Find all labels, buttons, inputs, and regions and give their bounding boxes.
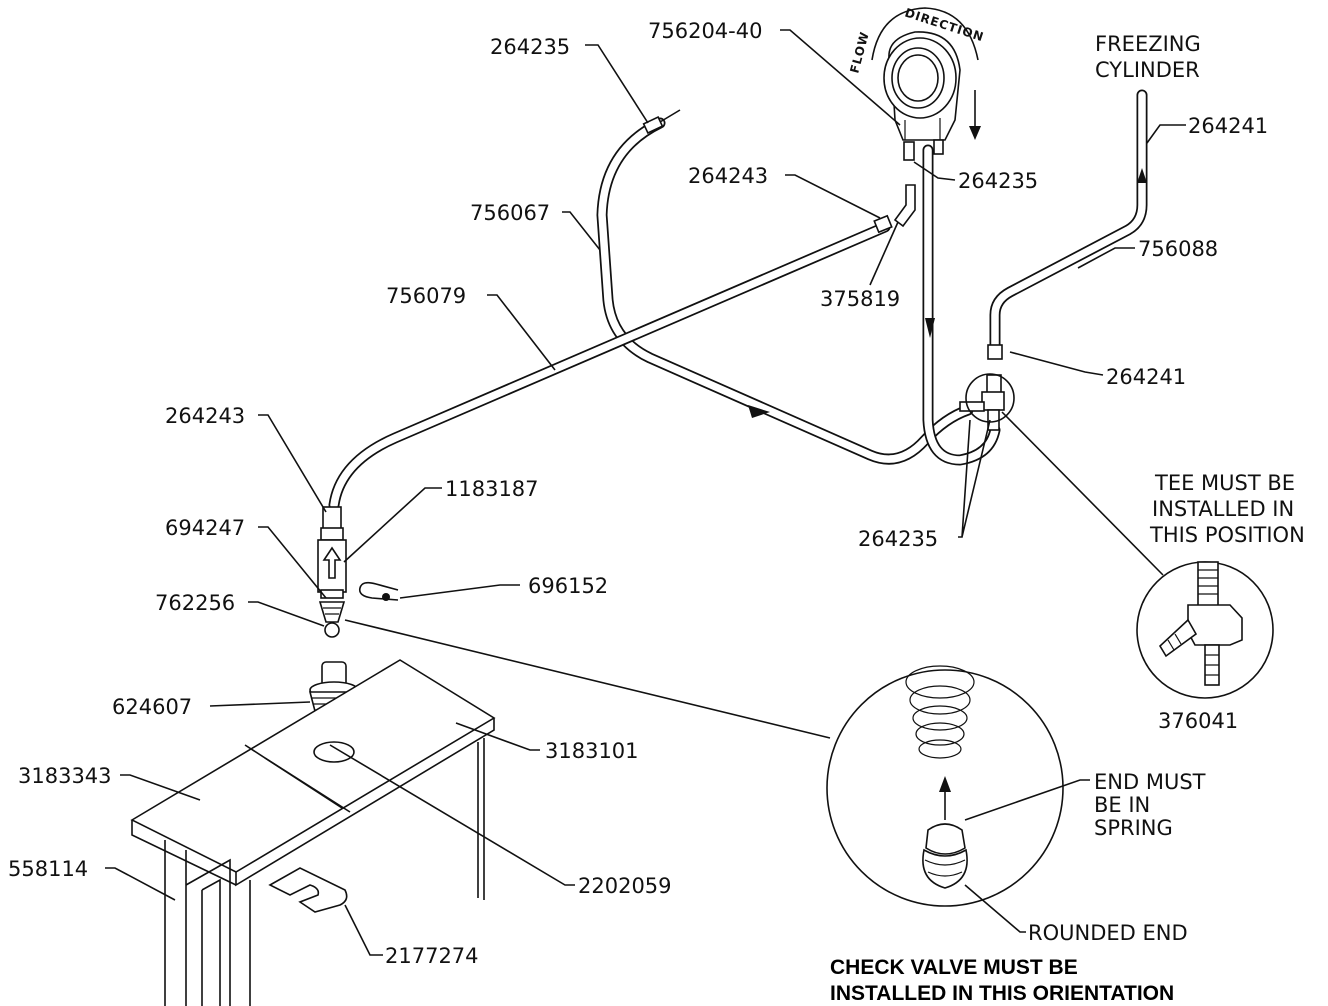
label-558114: 558114 bbox=[8, 857, 88, 881]
label-2202059: 2202059 bbox=[578, 874, 672, 898]
pump-756204-40 bbox=[883, 31, 961, 161]
check-valve-note-line-1: CHECK VALVE MUST BE bbox=[830, 956, 1078, 979]
label-spring: SPRING bbox=[1094, 816, 1173, 840]
part-labels: 264235 756204-40 FREEZING CYLINDER 26424… bbox=[8, 19, 1305, 1005]
label-375819: 375819 bbox=[820, 287, 900, 311]
leader-lines bbox=[105, 29, 1186, 956]
arrow-flow-up bbox=[1137, 168, 1147, 183]
label-be-in: BE IN bbox=[1094, 793, 1150, 817]
label-376041: 376041 bbox=[1158, 709, 1238, 733]
label-tee-note-1: TEE MUST BE bbox=[1154, 471, 1295, 495]
tee-fitting bbox=[959, 344, 1005, 431]
label-1183187: 1183187 bbox=[445, 477, 539, 501]
bracket-2177274 bbox=[268, 867, 348, 913]
label-756079: 756079 bbox=[386, 284, 466, 308]
label-264243-left: 264243 bbox=[165, 404, 245, 428]
elbow-375819 bbox=[873, 184, 916, 234]
label-tee-note-3: THIS POSITION bbox=[1149, 523, 1305, 547]
check-valve-assembly bbox=[317, 506, 347, 638]
label-756088: 756088 bbox=[1138, 237, 1218, 261]
label-264235-top: 264235 bbox=[490, 35, 570, 59]
tube-756088 bbox=[989, 89, 1148, 351]
label-cylinder: CYLINDER bbox=[1095, 58, 1200, 82]
check-valve-note-line-2: INSTALLED IN THIS ORIENTATION bbox=[830, 982, 1174, 1005]
label-264241-top: 264241 bbox=[1188, 114, 1268, 138]
label-264235-pump: 264235 bbox=[958, 169, 1038, 193]
label-756204-40: 756204-40 bbox=[648, 19, 762, 43]
tube-pump-down bbox=[922, 144, 1001, 466]
label-694247: 694247 bbox=[165, 516, 245, 540]
label-696152: 696152 bbox=[528, 574, 608, 598]
label-762256: 762256 bbox=[155, 591, 235, 615]
flow-label: FLOW bbox=[847, 30, 872, 75]
label-264243-top: 264243 bbox=[688, 164, 768, 188]
tube-756067 bbox=[596, 117, 974, 465]
label-3183343: 3183343 bbox=[18, 764, 112, 788]
tee-detail-circle bbox=[1001, 411, 1274, 699]
label-2177274: 2177274 bbox=[385, 944, 479, 968]
plug-264235-top bbox=[642, 109, 681, 134]
label-624607: 624607 bbox=[112, 695, 192, 719]
tube-756079 bbox=[328, 221, 891, 511]
clip-696152 bbox=[358, 581, 399, 601]
label-264235-bottom: 264235 bbox=[858, 527, 938, 551]
check-valve-detail-circle bbox=[344, 619, 1064, 907]
label-3183101: 3183101 bbox=[545, 739, 639, 763]
cabinet-3183343 bbox=[130, 659, 496, 1006]
label-tee-note-2: INSTALLED IN bbox=[1152, 497, 1294, 521]
arrow-flow-down bbox=[925, 318, 935, 338]
label-264241-mid: 264241 bbox=[1106, 365, 1186, 389]
label-rounded-end: ROUNDED END bbox=[1028, 921, 1188, 945]
label-756067: 756067 bbox=[470, 201, 550, 225]
label-freezing: FREEZING bbox=[1095, 32, 1201, 56]
label-end-must: END MUST bbox=[1094, 770, 1206, 794]
arrow-flow-right bbox=[748, 405, 770, 418]
